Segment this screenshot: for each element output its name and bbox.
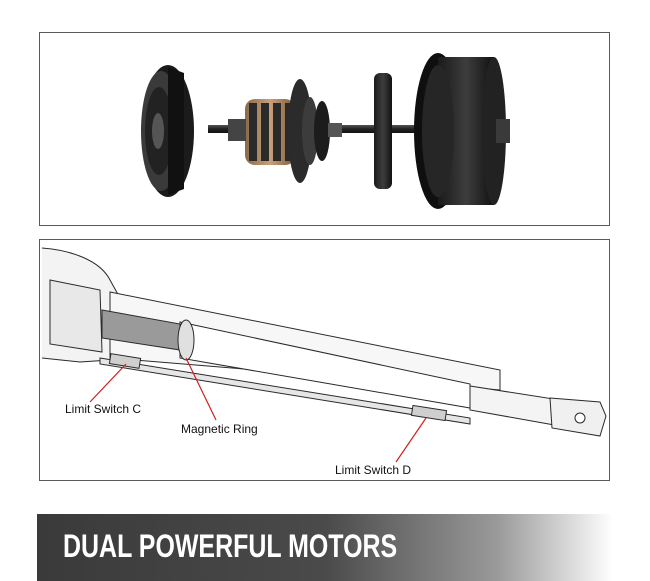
callout-line-c — [89, 363, 127, 403]
limit-switch-d — [410, 404, 448, 422]
hub-housing — [414, 53, 510, 209]
limit-switch-rail — [99, 357, 471, 425]
callout-limit-switch-c: Limit Switch C — [65, 402, 142, 416]
armature — [228, 99, 295, 165]
brake-disc — [374, 73, 392, 189]
exploded-motor-illustration — [141, 53, 510, 209]
actuator-cutaway-illustration — [41, 247, 607, 463]
magnetic-ring — [177, 319, 195, 361]
feature-banner: DUAL POWERFUL MOTORS — [37, 514, 613, 581]
callout-limit-switch-d: Limit Switch D — [335, 463, 412, 477]
gear-assembly — [288, 79, 342, 183]
callout-line-d — [395, 417, 427, 463]
callout-line-ring — [185, 357, 217, 421]
extension-rod — [469, 385, 561, 427]
banner-title: DUAL POWERFUL MOTORS — [63, 528, 398, 564]
end-cover — [141, 65, 194, 197]
callout-magnetic-ring: Magnetic Ring — [181, 422, 258, 436]
exploded-motor-panel — [39, 32, 610, 226]
actuator-cutaway-panel: Limit Switch C Magnetic Ring Limit Switc… — [39, 239, 610, 481]
